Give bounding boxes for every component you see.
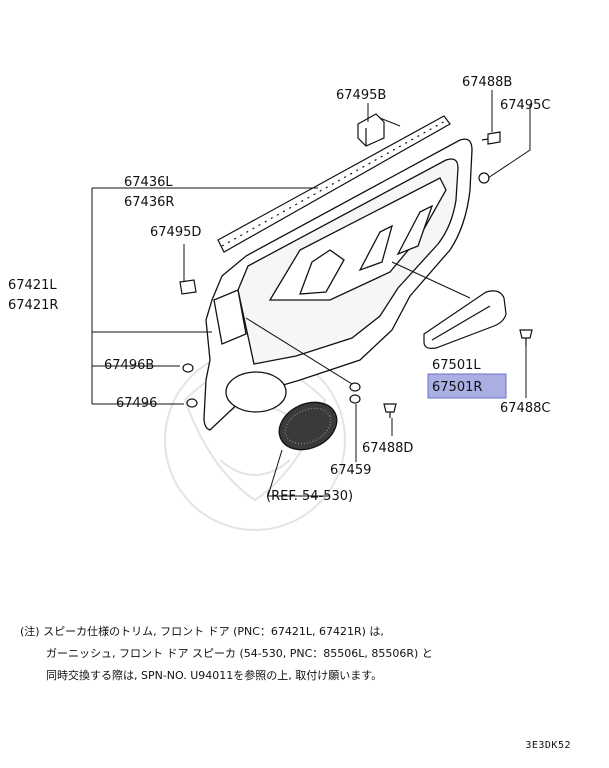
- leader-lines: [91, 90, 531, 497]
- part-label-ref: (REF. 54-530): [266, 489, 353, 504]
- part-labels: 67488B 67495B 67495C 67436L 67436R 67495…: [8, 75, 550, 504]
- part-label-67501r: 67501R: [432, 380, 482, 395]
- part-label-67496b: 67496B: [104, 358, 154, 373]
- note-line-3: 同時交換する際は, SPN-NO. U94011を参照の上, 取付け願います。: [46, 669, 383, 682]
- part-label-67501l: 67501L: [432, 358, 481, 373]
- note-line-1: (注) スピーカ仕様のトリム, フロント ドア (PNC：67421L, 674…: [20, 625, 384, 638]
- fasteners: [179, 131, 533, 418]
- drawing-code: 3E3DK52: [525, 740, 571, 751]
- clip-67495b: [357, 113, 385, 147]
- door-pull-handle: [423, 290, 507, 349]
- part-label-67488c: 67488C: [500, 401, 550, 416]
- part-label-67421l: 67421L: [8, 278, 57, 293]
- part-label-67495b: 67495B: [336, 88, 386, 103]
- part-label-67496: 67496: [116, 396, 157, 411]
- note-line-2: ガーニッシュ, フロント ドア スピーカ (54-530, PNC：85506L…: [46, 647, 433, 660]
- part-label-67459: 67459: [330, 463, 371, 478]
- speaker-grille: [278, 401, 338, 451]
- weatherstrip: [217, 115, 451, 253]
- highlight-box: [427, 373, 507, 399]
- part-label-67495d: 67495D: [150, 225, 201, 240]
- part-label-67488b: 67488B: [462, 75, 512, 90]
- part-label-67436l: 67436L: [124, 175, 173, 190]
- part-label-67421r: 67421R: [8, 298, 58, 313]
- part-label-67436r: 67436R: [124, 195, 174, 210]
- part-label-67495c: 67495C: [500, 98, 550, 113]
- part-label-67488d: 67488D: [362, 441, 413, 456]
- door-trim-panel: [203, 138, 473, 431]
